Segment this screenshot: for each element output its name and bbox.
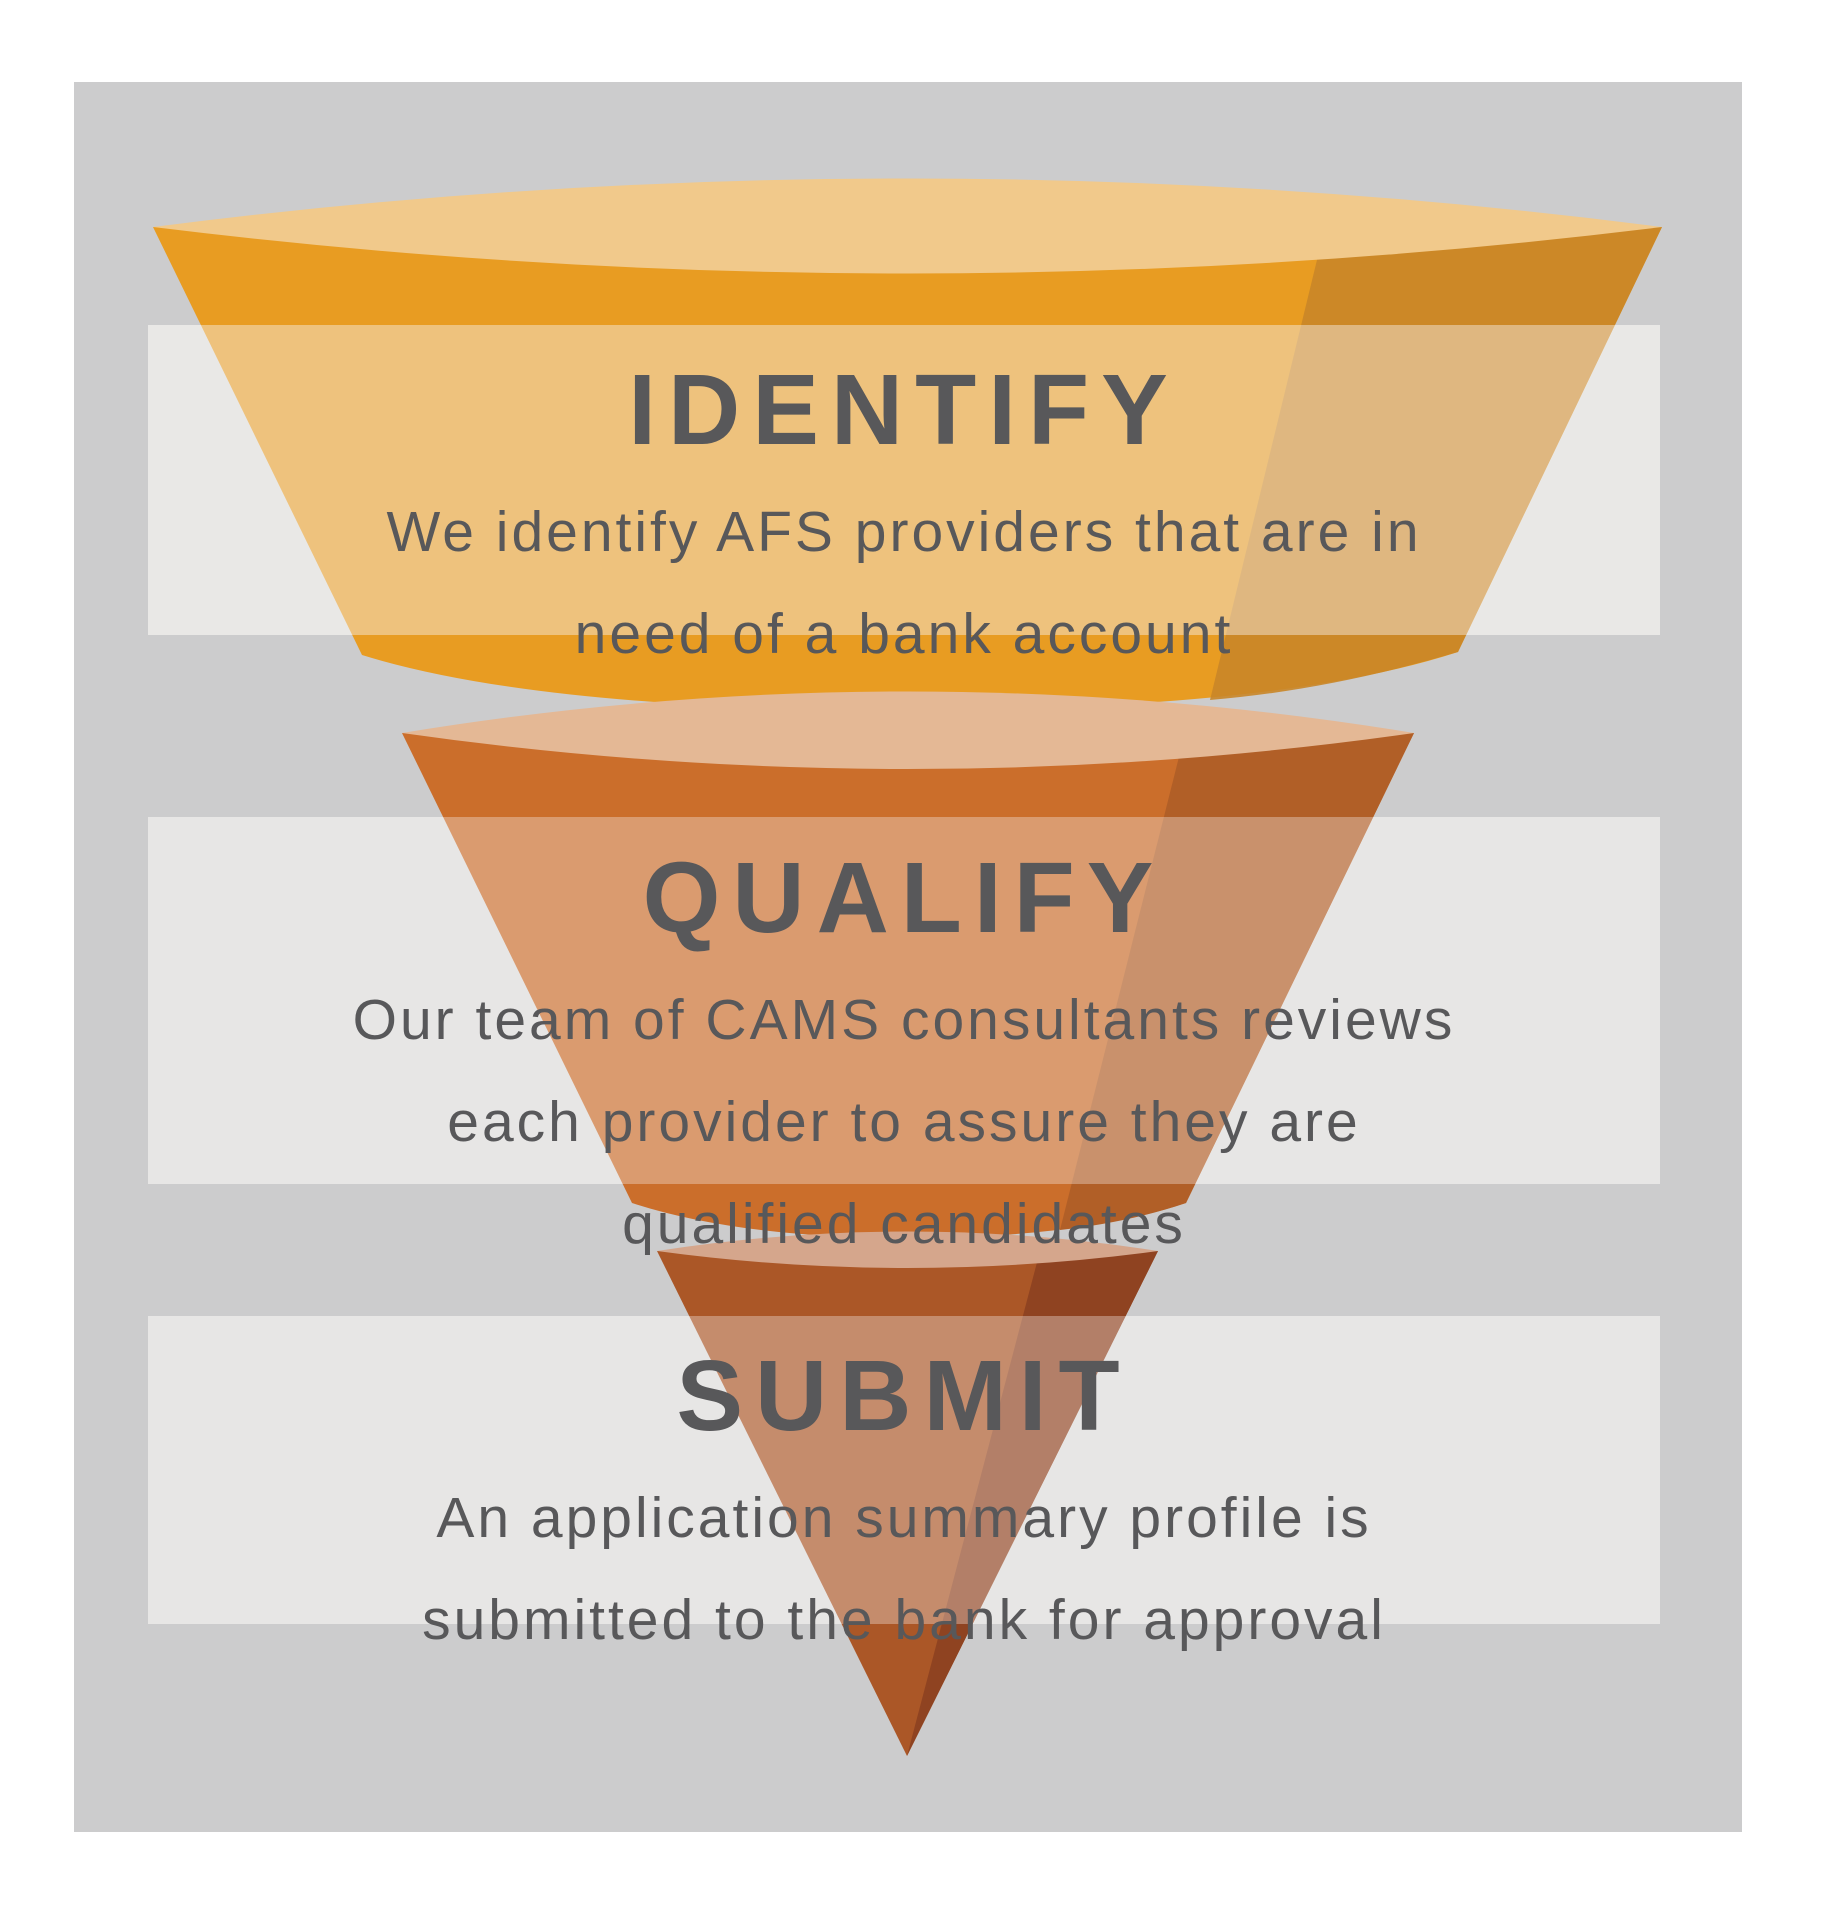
qualify-title: QUALIFY <box>642 842 1166 954</box>
submit-title: SUBMIT <box>676 1340 1132 1452</box>
qualify-description-line: Our team of CAMS consultants reviews <box>352 988 1456 1052</box>
qualify-segment <box>402 691 1414 1238</box>
identify-description-line: We identify AFS providers that are in <box>386 500 1422 564</box>
identify-stage: IDENTIFY We identify AFS providers that … <box>148 360 1660 664</box>
submit-band-overlay <box>148 1316 1660 1624</box>
submit-stage: SUBMIT An application summary profile is… <box>148 1346 1660 1650</box>
qualify-stage: QUALIFY Our team of CAMS consultants rev… <box>148 848 1660 1254</box>
qualify-description-line: qualified candidates <box>622 1192 1186 1256</box>
identify-title: IDENTIFY <box>628 354 1180 466</box>
identify-segment <box>153 178 1662 710</box>
identify-description-line: need of a bank account <box>574 602 1234 666</box>
submit-description-line: An application summary profile is <box>436 1486 1372 1550</box>
qualify-band-overlay <box>148 817 1660 1184</box>
qualify-description-line: each provider to assure they are <box>447 1090 1361 1154</box>
identify-band-overlay <box>148 325 1660 635</box>
submit-segment <box>657 1231 1158 1756</box>
submit-description-line: submitted to the bank for approval <box>422 1588 1386 1652</box>
